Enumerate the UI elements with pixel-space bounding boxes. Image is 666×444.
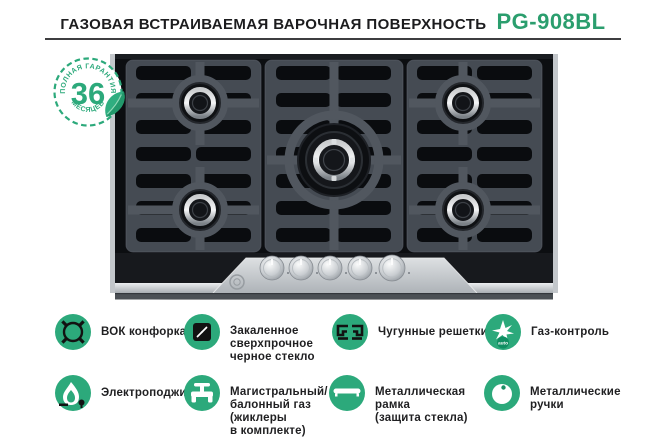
burner-front-right xyxy=(439,79,487,127)
metal-frame-left xyxy=(110,54,115,293)
feature-label: Газ-контроль xyxy=(531,325,610,338)
gas-supply-icon xyxy=(184,375,220,411)
cast-iron-grates-icon xyxy=(332,314,368,350)
auto-label: auto xyxy=(498,341,508,347)
knob-1[interactable] xyxy=(259,255,289,281)
wok-burner-icon xyxy=(55,314,91,350)
feature-label: Металлическая рамка (защита стекла) xyxy=(375,386,468,424)
feature-label: Закаленное сверхпрочное черное стекло xyxy=(230,325,315,363)
model-number: PG-908BL xyxy=(496,9,606,34)
badge-months-value: 36 xyxy=(71,76,105,111)
knob-4[interactable] xyxy=(347,255,377,281)
burner-front-left xyxy=(176,79,224,127)
feature-tempered-glass: Закаленное сверхпрочное черное стекло xyxy=(184,314,315,364)
feature-gas-supply: Магистральный/ балонный газ (жиклеры в к… xyxy=(184,375,328,438)
feature-label: Электроподжиг xyxy=(101,386,192,399)
metal-frame-right xyxy=(553,54,558,293)
feature-cast-iron-grates: Чугунные решетки xyxy=(332,314,488,350)
feature-metal-handles: Металлические ручки xyxy=(484,375,621,412)
feature-gas-control: auto Газ-контроль xyxy=(485,314,609,350)
feature-label: Чугунные решетки xyxy=(378,325,488,338)
gas-control-icon: auto xyxy=(485,314,521,350)
wok-burner xyxy=(284,110,384,210)
tempered-glass-icon xyxy=(184,314,220,350)
burner-rear-right xyxy=(439,186,487,234)
control-panel xyxy=(213,258,477,293)
knob-5[interactable] xyxy=(378,254,410,282)
header-divider xyxy=(45,38,621,40)
metal-frame-icon xyxy=(329,375,365,411)
control-knobs[interactable] xyxy=(259,254,410,282)
front-bottom-edge xyxy=(115,293,553,300)
leaf-icon xyxy=(105,91,125,118)
burner-rear-left xyxy=(176,186,224,234)
warranty-badge: ПОЛНАЯ ГАРАНТИЯ 36 МЕСЯЦЕВ xyxy=(53,57,125,127)
feature-wok-burner: ВОК конфорка xyxy=(55,314,186,350)
electric-ignition-icon xyxy=(55,375,91,411)
cooktop-product-image xyxy=(110,54,558,300)
feature-label: ВОК конфорка xyxy=(101,325,187,338)
knob-2[interactable] xyxy=(288,255,318,281)
feature-label: Металлические ручки xyxy=(530,386,621,411)
feature-metal-frame: Металлическая рамка (защита стекла) xyxy=(329,375,468,425)
page-title: ГАЗОВАЯ ВСТРАИВАЕМАЯ ВАРОЧНАЯ ПОВЕРХНОСТ… xyxy=(60,16,487,33)
metal-handles-icon xyxy=(484,375,520,411)
knob-3[interactable] xyxy=(317,255,347,281)
feature-electric-ignition: Электроподжиг xyxy=(55,375,192,411)
header: ГАЗОВАЯ ВСТРАИВАЕМАЯ ВАРОЧНАЯ ПОВЕРХНОСТ… xyxy=(0,9,666,35)
brand-logo-mark xyxy=(229,274,245,290)
glass-top-bezel xyxy=(115,54,553,59)
feature-label: Магистральный/ балонный газ (жиклеры в к… xyxy=(230,386,328,437)
